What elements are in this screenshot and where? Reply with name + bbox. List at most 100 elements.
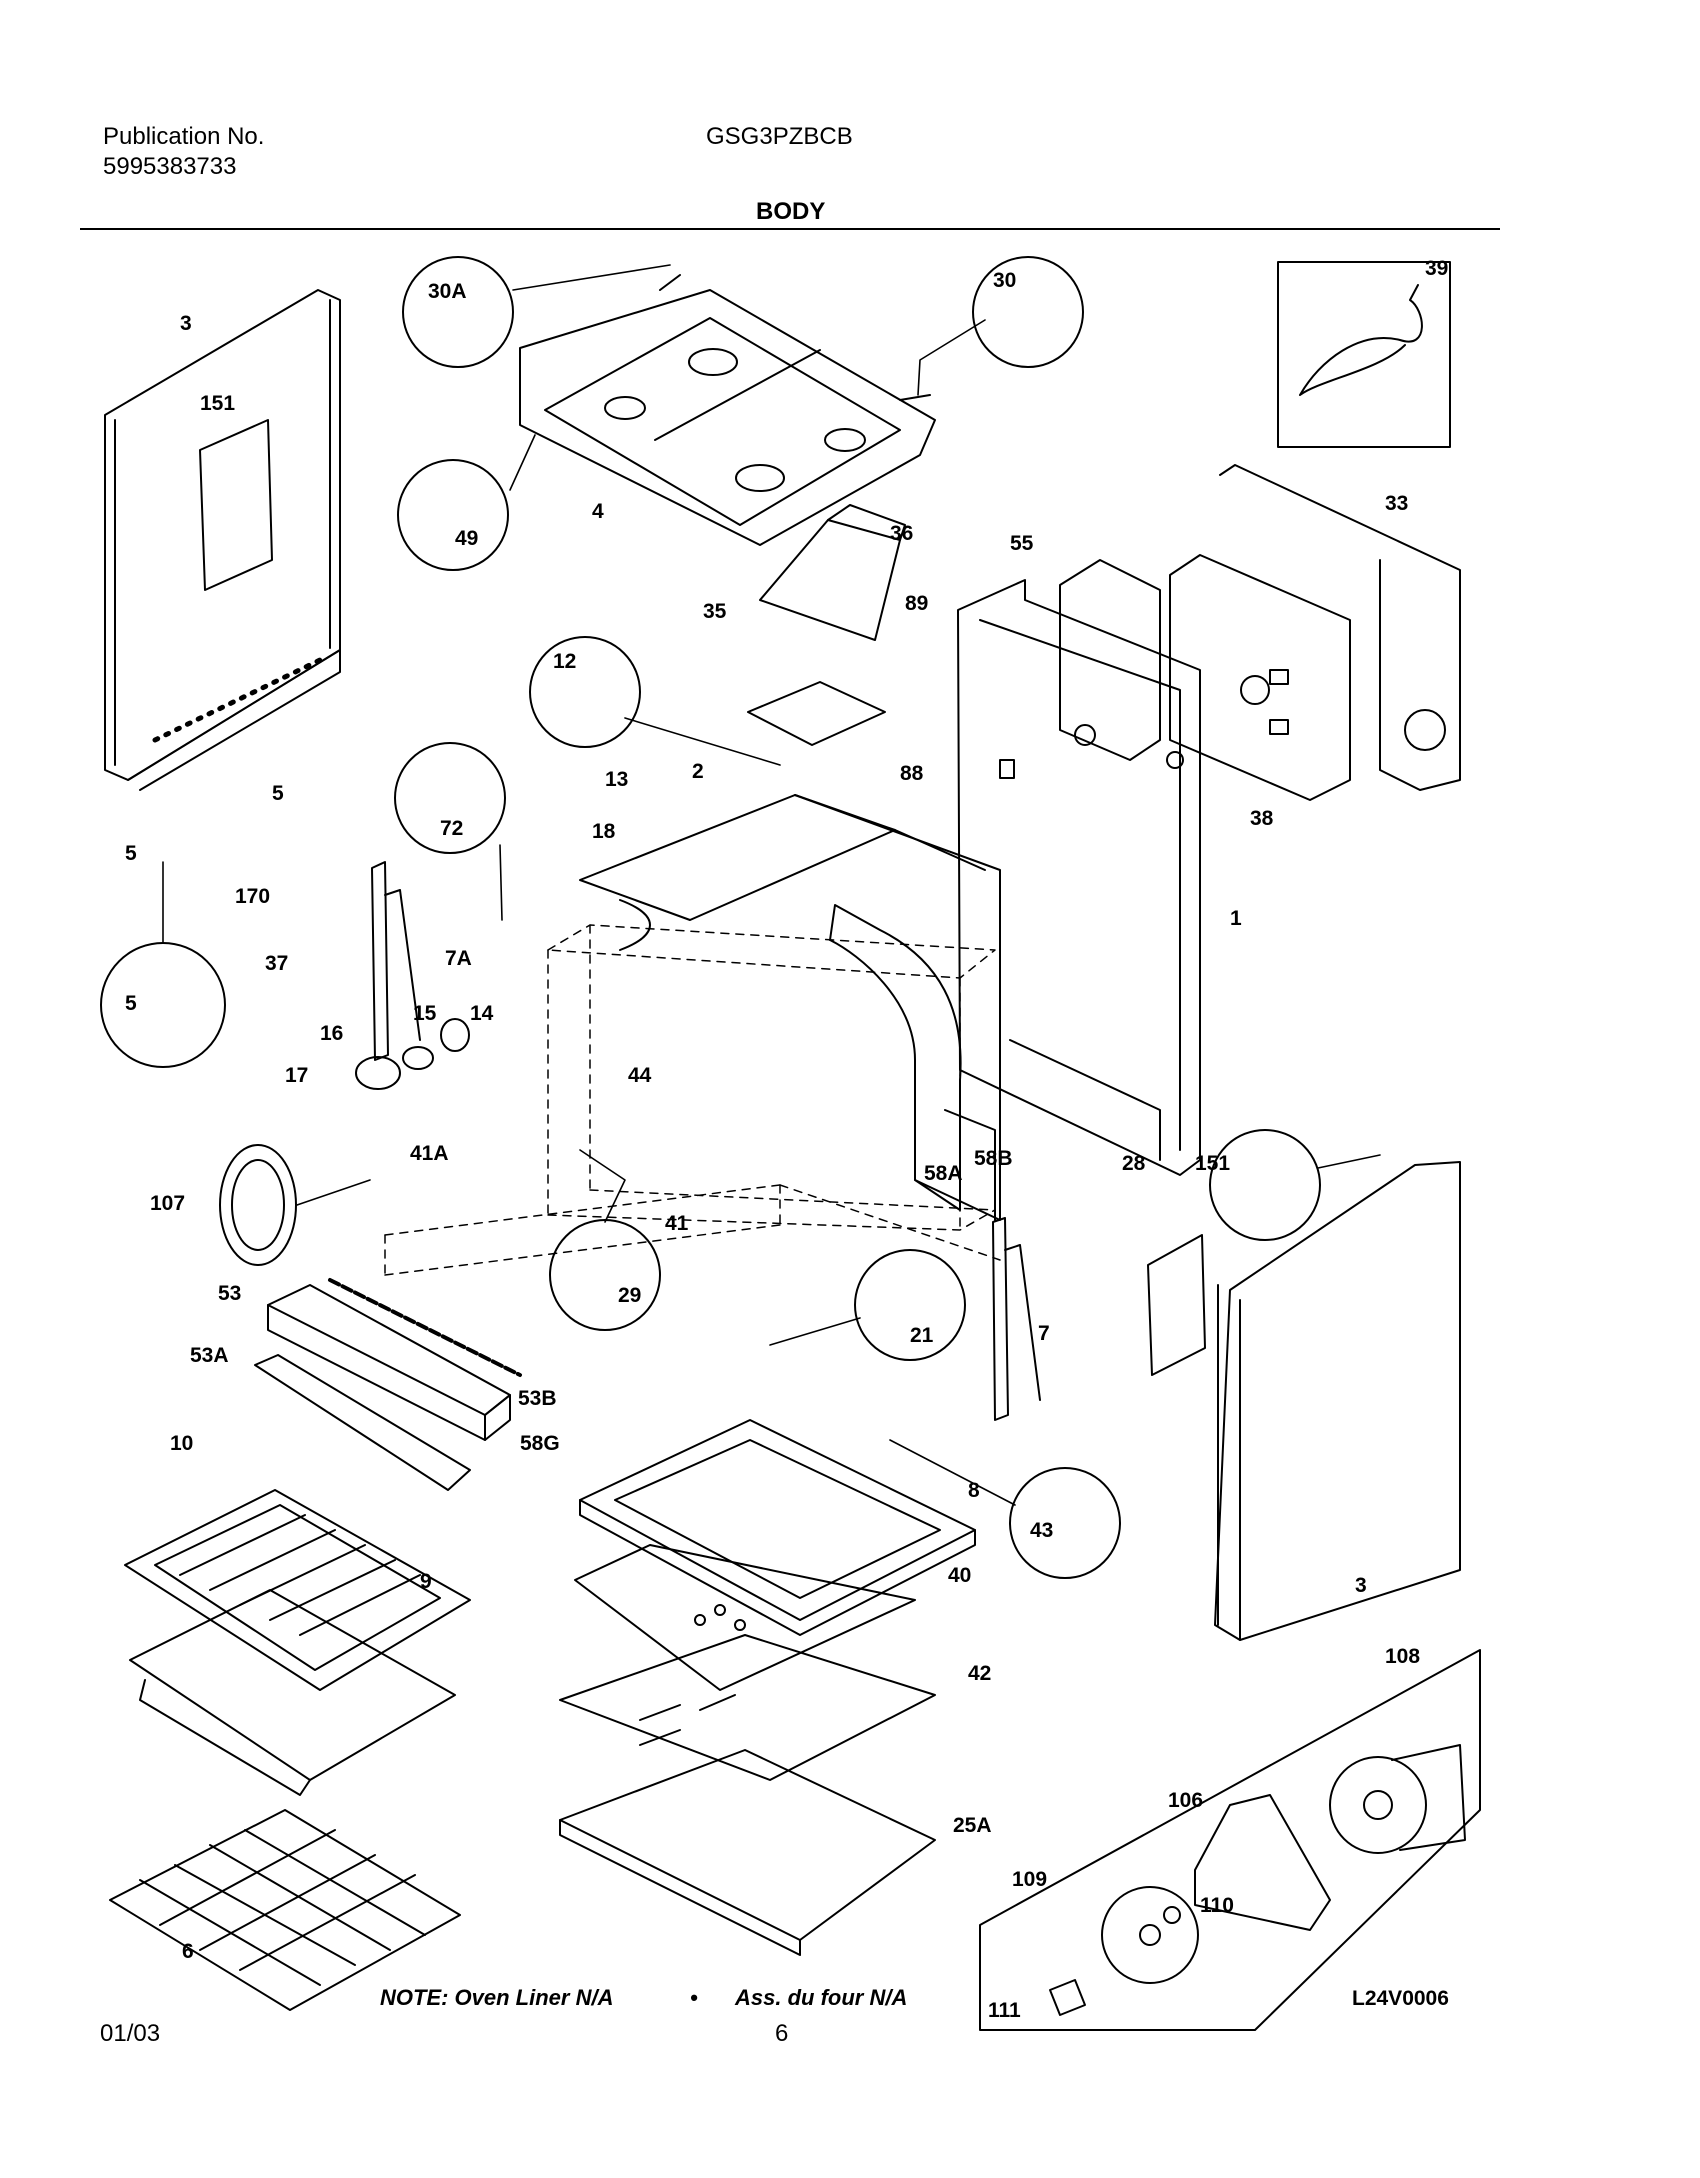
callout-label: 17	[285, 1064, 308, 1087]
callout-label: 58B	[974, 1147, 1013, 1170]
right-side-panel-drawing	[1214, 1161, 1461, 1641]
power-cord-box	[1277, 261, 1451, 448]
note-right: Ass. du four N/A	[734, 1985, 907, 2010]
publication-label: Publication No.	[103, 123, 265, 150]
callout-label: 107	[150, 1192, 185, 1215]
broiler-drawing	[254, 1278, 522, 1491]
callout-label: 30	[993, 269, 1016, 292]
detail-circle-30	[972, 256, 1084, 368]
callout-label: 29	[618, 1284, 641, 1307]
callout-label: 9	[420, 1570, 432, 1593]
callout-label: 53A	[190, 1344, 229, 1367]
callout-label: 38	[1250, 807, 1274, 830]
publication-number: 5995383733	[103, 153, 237, 180]
back-panel-drawing	[957, 579, 1201, 1176]
callout-label: 6	[182, 1940, 194, 1963]
header-divider	[80, 228, 1500, 230]
callout-label: 3	[180, 312, 192, 335]
broil-pan-drawing	[124, 1489, 471, 1796]
callout-label: 108	[1385, 1645, 1420, 1668]
callout-label: 110	[1200, 1894, 1234, 1917]
callout-label: 53	[218, 1282, 241, 1305]
callout-label: 53B	[518, 1387, 557, 1410]
callout-label: 7A	[445, 947, 472, 970]
detail-circle-43	[1009, 1467, 1121, 1579]
callout-label: 12	[553, 650, 576, 673]
callout-label: 10	[170, 1432, 193, 1455]
callout-label: 5	[125, 842, 137, 865]
power-cord-drawing	[1299, 284, 1423, 396]
callout-label: 111	[988, 1999, 1021, 2022]
callout-label: 49	[455, 527, 478, 550]
rail-7-drawing	[992, 1217, 1041, 1421]
callout-label: 25A	[953, 1814, 992, 1837]
detail-circle-12	[529, 636, 641, 748]
callout-label: 8	[968, 1479, 980, 1502]
callout-label: 42	[968, 1662, 991, 1685]
detail-circle-72	[394, 742, 506, 854]
callout-label: 43	[1030, 1519, 1053, 1542]
callout-label: 106	[1168, 1789, 1203, 1812]
left-side-panel-drawing	[104, 289, 341, 791]
fan-assembly-drawing	[1049, 1744, 1466, 2016]
detail-circle-49	[397, 459, 509, 571]
oven-bottom-drawing	[559, 1419, 976, 1956]
callout-label: 28	[1122, 1152, 1146, 1175]
callout-label: 18	[592, 820, 616, 843]
detail-circle-21	[854, 1249, 966, 1361]
oven-rack-drawing	[109, 1809, 461, 2011]
callout-label: 72	[440, 817, 463, 840]
detail-circle-29	[549, 1219, 661, 1331]
fan-cover-107-drawing	[219, 1144, 297, 1266]
callout-label: 151	[200, 392, 235, 415]
callout-label: 16	[320, 1022, 343, 1045]
callout-label: 55	[1010, 532, 1034, 555]
callout-label: 41A	[410, 1142, 449, 1165]
page-number: 6	[775, 2020, 789, 2047]
model-number: GSG3PZBCB	[706, 123, 853, 150]
section-title: BODY	[756, 198, 826, 225]
note-bullet: •	[690, 1985, 698, 2010]
callout-label: 36	[890, 522, 913, 545]
callout-label: 41	[665, 1212, 689, 1235]
callout-label: 2	[692, 760, 704, 783]
front-frame-drawing	[579, 794, 1001, 1221]
callout-label: 109	[1012, 1868, 1047, 1891]
callout-label: 4	[592, 500, 604, 523]
callout-label: 7	[1038, 1322, 1050, 1345]
callout-label: 21	[910, 1324, 934, 1347]
callout-label: 30A	[428, 280, 467, 303]
callout-label: 40	[948, 1564, 971, 1587]
callout-label: 5	[125, 992, 137, 1015]
note-left: NOTE: Oven Liner N/A	[380, 1985, 613, 2010]
callout-label: 44	[628, 1064, 652, 1087]
footer-date: 01/03	[100, 2020, 161, 2047]
callout-label: 39	[1425, 257, 1448, 280]
callout-label: 88	[900, 762, 924, 785]
rear-panels-drawing	[1059, 464, 1461, 801]
callout-label: 58G	[520, 1432, 560, 1455]
drawing-code: L24V0006	[1352, 1987, 1449, 2010]
detail-circle-5	[100, 942, 226, 1068]
rail-7a-drawing	[371, 861, 421, 1061]
right-bracket-151-drawing	[1147, 1234, 1206, 1376]
callout-label: 14	[470, 1002, 494, 1025]
callout-label: 15	[413, 1002, 437, 1025]
callout-label: 3	[1355, 1574, 1367, 1597]
callout-label: 5	[272, 782, 284, 805]
callout-label: 151	[1195, 1152, 1230, 1175]
fan-assembly-box	[979, 1649, 1481, 2031]
cooktop-drawing	[519, 274, 936, 546]
callout-label: 170	[235, 885, 270, 908]
callout-label: 58A	[924, 1162, 963, 1185]
oven-cavity-outline	[384, 924, 1001, 1276]
oven-lamp-drawing	[355, 1018, 470, 1090]
callout-label: 13	[605, 768, 628, 791]
callout-label: 1	[1230, 907, 1242, 930]
callout-label: 89	[905, 592, 928, 615]
leader-lines	[162, 264, 1381, 1506]
detail-circle-30a	[402, 256, 514, 368]
callout-label: 35	[703, 600, 727, 623]
detail-circle-28	[1209, 1129, 1321, 1241]
